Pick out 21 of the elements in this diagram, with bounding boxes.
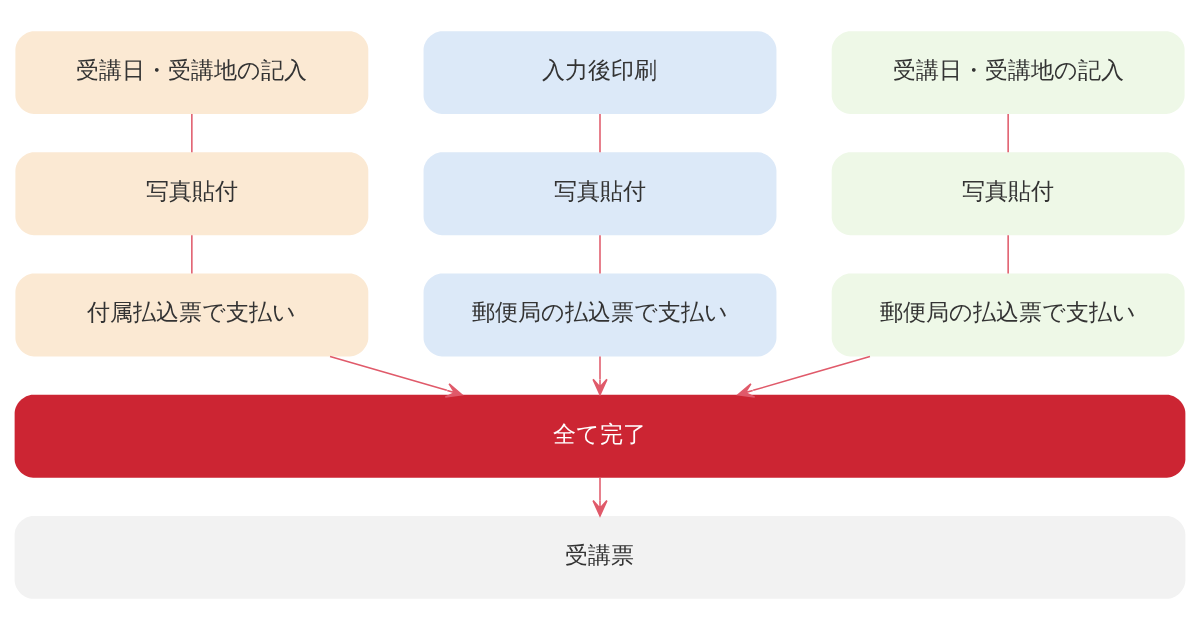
node-box: 入力後印刷: [423, 31, 777, 114]
arrow: [592, 355, 608, 396]
node-box: 写真貼付: [15, 152, 369, 236]
node-box: 写真貼付: [831, 152, 1185, 236]
arrow: [592, 477, 608, 517]
connector: [599, 234, 601, 275]
node-box: 受講票: [14, 516, 1186, 599]
connector: [599, 113, 601, 154]
node-box: 受講日・受講地の記入: [15, 31, 369, 114]
arrow: [737, 355, 871, 398]
arrow: [329, 355, 463, 398]
connector: [1007, 234, 1009, 275]
node-box: 郵便局の払込票で支払い: [831, 273, 1185, 357]
node-box: 写真貼付: [423, 152, 777, 236]
node-box: 受講日・受講地の記入: [831, 31, 1185, 114]
connector: [191, 234, 193, 275]
node-box: 付属払込票で支払い: [15, 273, 369, 357]
node-box: 郵便局の払込票で支払い: [423, 273, 777, 357]
connector: [1007, 113, 1009, 154]
node-box: 全て完了: [14, 394, 1186, 478]
connector: [191, 113, 193, 154]
